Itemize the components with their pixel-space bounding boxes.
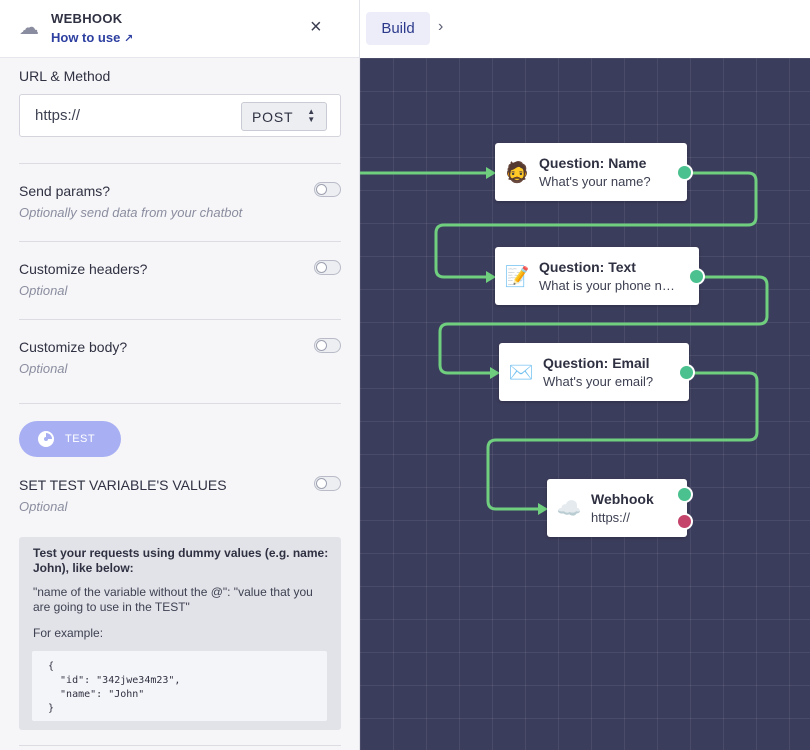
customize-body-hint: Optional	[19, 361, 68, 376]
cloud-icon: ☁	[19, 17, 39, 39]
info-text: "name of the variable without the @": "v…	[33, 585, 313, 614]
node-output-port[interactable]	[676, 164, 693, 181]
node-subtitle: https://	[591, 510, 631, 525]
test-button[interactable]: TEST	[19, 421, 121, 457]
cloud-emoji-icon: ☁️	[556, 497, 582, 520]
code-line: }	[48, 703, 55, 714]
url-input[interactable]	[35, 107, 235, 124]
customize-headers-toggle[interactable]	[314, 260, 341, 275]
send-params-hint: Optionally send data from your chatbot	[19, 205, 243, 220]
edge-email-to-webhook-arrow	[538, 503, 548, 515]
test-variables-hint: Optional	[19, 499, 68, 514]
method-select[interactable]: POST ▲▼	[241, 102, 327, 131]
send-params-toggle[interactable]	[314, 182, 341, 197]
info-heading: Test your requests using dummy values (e…	[33, 546, 329, 575]
external-link-icon: ↗	[123, 33, 134, 45]
select-arrows-icon: ▲▼	[307, 107, 316, 124]
code-line: "name": "John"	[48, 689, 145, 700]
edge-name-to-text	[434, 171, 758, 279]
node-subtitle: What's your name?	[539, 174, 651, 189]
code-line: "id": "342jwe34m23",	[48, 675, 181, 686]
node-subtitle: What is your phone number?	[539, 278, 681, 293]
url-method-label: URL & Method	[19, 68, 111, 84]
divider	[19, 319, 341, 320]
node-question-email[interactable]: ✉️ Question: Email What's your email?	[499, 343, 695, 401]
customize-body-toggle[interactable]	[314, 338, 341, 353]
gauge-icon	[38, 431, 54, 447]
memo-emoji-icon: 📝	[504, 265, 530, 288]
info-example-label: For example:	[33, 626, 104, 640]
node-question-text[interactable]: 📝 Question: Text What is your phone numb…	[495, 247, 705, 305]
node-title: Question: Name	[539, 155, 647, 171]
node-title: Question: Text	[539, 259, 636, 275]
test-variables-toggle[interactable]	[314, 476, 341, 491]
node-webhook[interactable]: ☁️ Webhook https://	[547, 479, 693, 537]
node-output-port[interactable]	[678, 364, 695, 381]
send-params-label: Send params?	[19, 183, 111, 199]
node-title: Question: Email	[543, 355, 650, 371]
flow-canvas[interactable]: 🧔 Question: Name What's your name? 📝 Que…	[360, 58, 810, 750]
url-method-field: POST ▲▼	[19, 94, 341, 137]
envelope-emoji-icon: ✉️	[508, 361, 534, 384]
edge-text-to-email	[438, 275, 769, 375]
node-title: Webhook	[591, 491, 654, 507]
code-example: { "id": "342jwe34m23", "name": "John" }	[32, 651, 327, 721]
close-icon[interactable]: ×	[310, 16, 322, 38]
build-button[interactable]: Build	[366, 12, 430, 45]
node-success-port[interactable]	[676, 486, 693, 503]
node-error-port[interactable]	[676, 513, 693, 530]
panel-title: WEBHOOK	[51, 11, 123, 26]
flow-edges	[360, 167, 769, 515]
how-to-use-link[interactable]: How to use ↗	[51, 30, 134, 45]
customize-headers-hint: Optional	[19, 283, 68, 298]
test-info-box: Test your requests using dummy values (e…	[19, 537, 341, 730]
man-emoji-icon: 🧔	[504, 161, 530, 184]
top-bar	[360, 0, 810, 58]
test-variables-label: SET TEST VARIABLE'S VALUES	[19, 477, 227, 493]
code-line: {	[48, 661, 55, 672]
customize-body-label: Customize body?	[19, 339, 128, 355]
edge-start-arrow	[486, 167, 496, 179]
divider	[19, 163, 341, 164]
divider	[19, 403, 341, 404]
divider	[19, 241, 341, 242]
edge-email-to-webhook	[486, 371, 759, 511]
webhook-settings-panel: ☁ WEBHOOK How to use ↗ × URL & Method PO…	[0, 0, 360, 750]
edge-text-to-email-arrow	[490, 367, 500, 379]
node-subtitle: What's your email?	[543, 374, 654, 389]
node-question-name[interactable]: 🧔 Question: Name What's your name?	[495, 143, 693, 201]
panel-header: ☁ WEBHOOK How to use ↗ ×	[0, 0, 359, 58]
edge-name-to-text-arrow	[486, 271, 496, 283]
chevron-right-icon[interactable]: ›	[438, 18, 444, 35]
divider	[19, 745, 341, 746]
customize-headers-label: Customize headers?	[19, 261, 148, 277]
node-output-port[interactable]	[688, 268, 705, 285]
